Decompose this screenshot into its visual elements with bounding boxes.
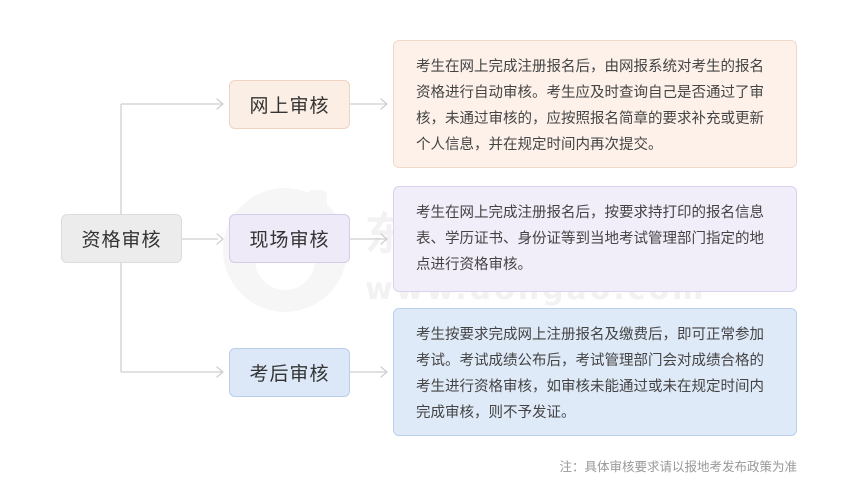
root-node: 资格审核 — [61, 214, 182, 263]
branch-onsite-review: 现场审核 — [229, 214, 350, 263]
branch-online-review: 网上审核 — [229, 80, 350, 129]
footnote: 注：具体审核要求请以报地考发布政策为准 — [559, 459, 797, 474]
branch-post-exam-review: 考后审核 — [229, 348, 350, 397]
onsite-review-description: 考生在网上完成注册报名后，按要求持打印的报名信息表、学历证书、身份证等到当地考试… — [393, 186, 797, 292]
root-label: 资格审核 — [81, 229, 162, 251]
branch-online-label: 网上审核 — [249, 95, 330, 117]
post-exam-review-description: 考生按要求完成网上注册报名及缴费后，即可正常参加考试。考试成绩公布后，考试管理部… — [393, 308, 797, 436]
branch-onsite-label: 现场审核 — [249, 229, 330, 251]
branch-post-exam-label: 考后审核 — [249, 363, 330, 385]
online-review-description: 考生在网上完成注册报名后，由网报系统对考生的报名资格进行自动审核。考生应及时查询… — [393, 40, 797, 168]
